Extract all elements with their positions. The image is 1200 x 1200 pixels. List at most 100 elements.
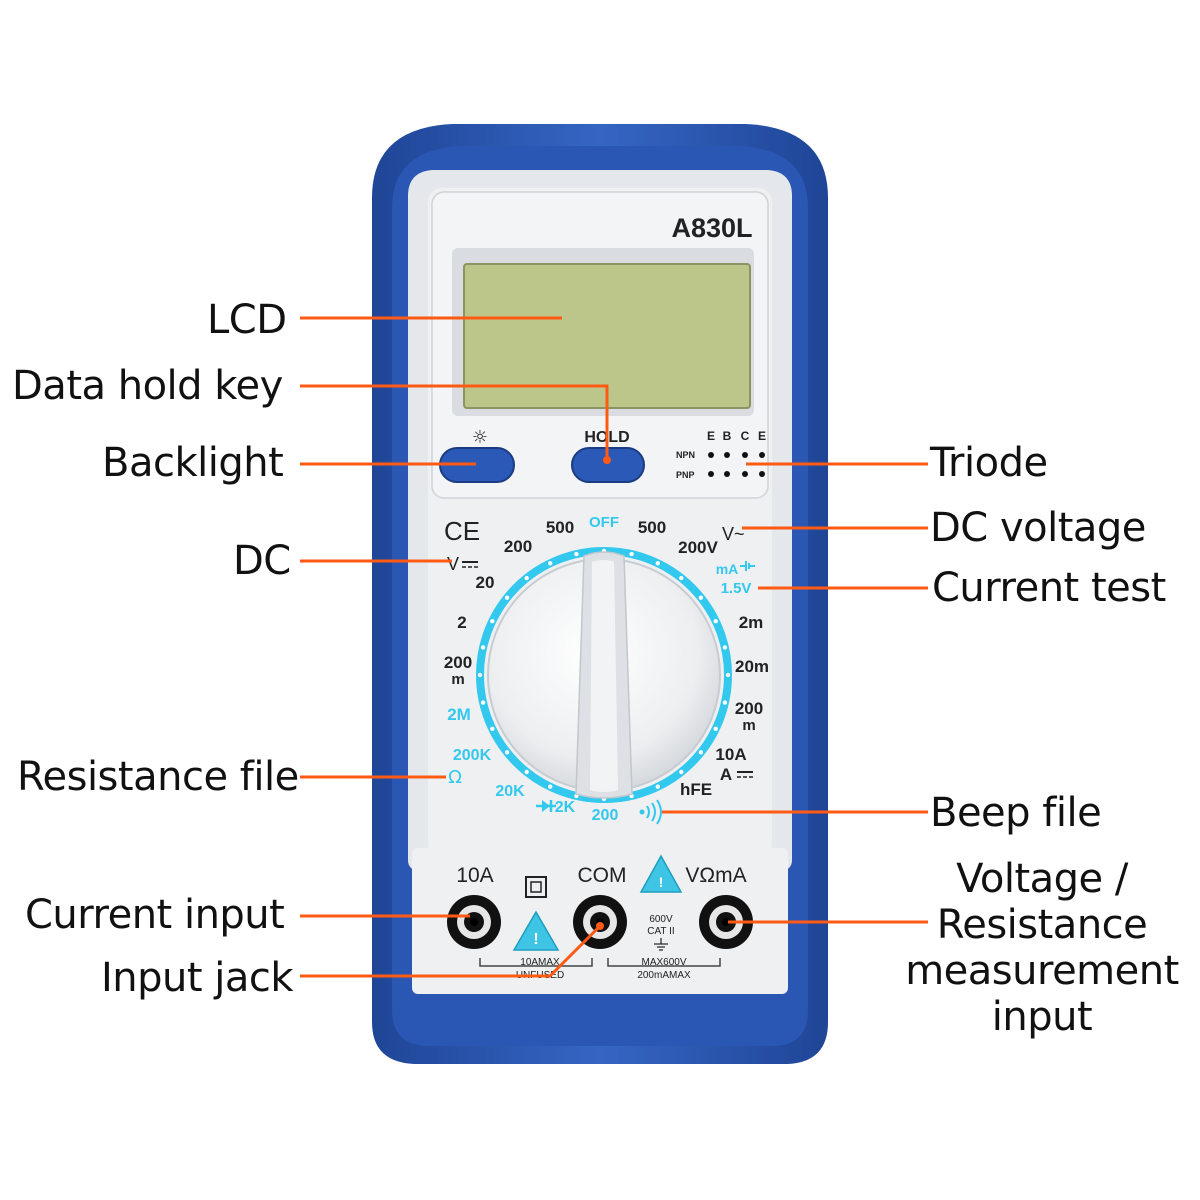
dial-tick (574, 551, 579, 557)
note-cat2: CAT II (647, 926, 674, 937)
dial-vdc-200: 200 (504, 537, 532, 556)
triode-letter-e1: E (707, 429, 715, 443)
dial-tick (725, 672, 731, 678)
dial-tick (722, 645, 728, 650)
dial-r-2k: 2K (555, 799, 576, 816)
dc-current-symbol (737, 771, 753, 778)
dial-tick (713, 619, 718, 624)
triode-letter-e2: E (758, 429, 766, 443)
dial-r-200k: 200K (453, 747, 492, 764)
note-max600v: MAX600V (641, 957, 686, 968)
dial-tick (679, 575, 684, 581)
triode-socket: E B C E NPN PNP (676, 429, 766, 480)
dial-tick (524, 575, 529, 581)
note-200mamax: 200mAMAX (637, 970, 691, 981)
dial-r-200: 200 (592, 807, 619, 824)
diode-icon (536, 800, 556, 812)
dial-tick (490, 619, 495, 624)
callout-lcd: LCD (207, 297, 287, 343)
dial-tick (679, 769, 684, 775)
dial-tick (655, 561, 660, 566)
callout-current-input: Current input (25, 892, 285, 938)
dial-off: OFF (589, 514, 619, 531)
bracket-left (479, 958, 593, 967)
dial-tick (655, 784, 660, 789)
callout-current-test: Current test (932, 565, 1166, 611)
dial-vac-200: 200V (678, 538, 718, 557)
knob-grip-highlight (590, 560, 618, 792)
dial-tick (524, 769, 529, 775)
callout-input-jack: Input jack (101, 955, 294, 1001)
dial-a-dc: A (720, 765, 732, 784)
dial-vac-symbol: V~ (722, 524, 745, 544)
jack-vma[interactable] (699, 895, 753, 949)
backlight-symbol: ☼ (472, 427, 488, 448)
npn-label: NPN (676, 450, 695, 460)
dial-tick (548, 561, 553, 566)
dial-batt-1-5v: 1.5V (721, 580, 752, 597)
callout-data-hold-key: Data hold key (12, 363, 283, 409)
dial-vdc-2: 2 (457, 613, 466, 632)
dial-tick (480, 645, 486, 650)
ce-mark: CE (444, 516, 480, 546)
dial-a-10a: 10A (715, 745, 746, 764)
dial-tick (698, 595, 704, 600)
dc-voltage-symbol (462, 561, 478, 568)
callout-dc-voltage: DC voltage (930, 505, 1146, 551)
jack-label-10a: 10A (456, 864, 493, 887)
svg-text:!: ! (659, 874, 664, 890)
ground-icon (654, 938, 668, 951)
leader-input-jack (300, 924, 602, 978)
jack-10a[interactable] (447, 895, 501, 949)
pnp-label: PNP (676, 470, 695, 480)
dial-tick (722, 700, 728, 705)
dial-tick (480, 700, 486, 705)
model-name: A830L (671, 213, 752, 243)
dial-r-2m: 2M (447, 705, 471, 724)
dial-labels: OFF 500 200V V~ 500 200 V 20 2 200 m mA … (444, 514, 769, 824)
leader-end-dots (596, 456, 611, 930)
svg-text:!: ! (533, 931, 538, 948)
dial-a-20m: 20m (735, 657, 769, 676)
dial-r-20k: 20K (495, 783, 525, 800)
triode-letter-b: B (723, 429, 732, 443)
note-10amax: 10AMAX (520, 957, 560, 968)
double-insulation-icon (525, 876, 547, 898)
leader-lines (300, 316, 928, 978)
dial-tick (490, 726, 495, 731)
dial-ma-symbol: mA (716, 561, 739, 577)
dial-tick (477, 672, 483, 678)
dial-vdc-200m-a: 200 (444, 653, 472, 672)
dial-tick (698, 750, 704, 755)
warning-icon-right: ! (639, 854, 683, 893)
callout-dc: DC (233, 538, 291, 584)
dial-a-200m-a: 200 (735, 699, 763, 718)
triode-letter-c: C (741, 429, 750, 443)
callout-backlight: Backlight (102, 440, 284, 486)
dial-vac-500: 500 (638, 518, 666, 537)
bracket-right (607, 958, 721, 967)
dial-vdc-20: 20 (476, 573, 495, 592)
dial-vdc-500: 500 (546, 518, 574, 537)
callout-beep-file: Beep file (930, 790, 1102, 836)
callout-voltage-resistance-input: Voltage / Resistance measurement input (905, 856, 1179, 1040)
dial-a-200m-b: m (742, 717, 755, 734)
dial-tick (629, 551, 634, 557)
dial-r-symbol: Ω (448, 767, 462, 788)
note-600v: 600V (649, 914, 673, 925)
callout-resistance-file: Resistance file (17, 754, 299, 800)
dial-hfe: hFE (680, 780, 712, 799)
dial-tick (713, 726, 718, 731)
jack-label-com: COM (578, 864, 627, 887)
dial-tick (504, 750, 510, 755)
beep-icon (639, 799, 662, 825)
dial-vdc-200m-b: m (451, 671, 464, 688)
leader-data-hold (300, 384, 609, 460)
battery-test-icon (740, 561, 755, 571)
warning-icon-left: ! (512, 910, 560, 951)
jack-label-vma: VΩmA (685, 864, 746, 887)
dial-a-2m: 2m (739, 613, 764, 632)
callout-triode: Triode (930, 440, 1048, 486)
dial-tick (548, 784, 553, 789)
